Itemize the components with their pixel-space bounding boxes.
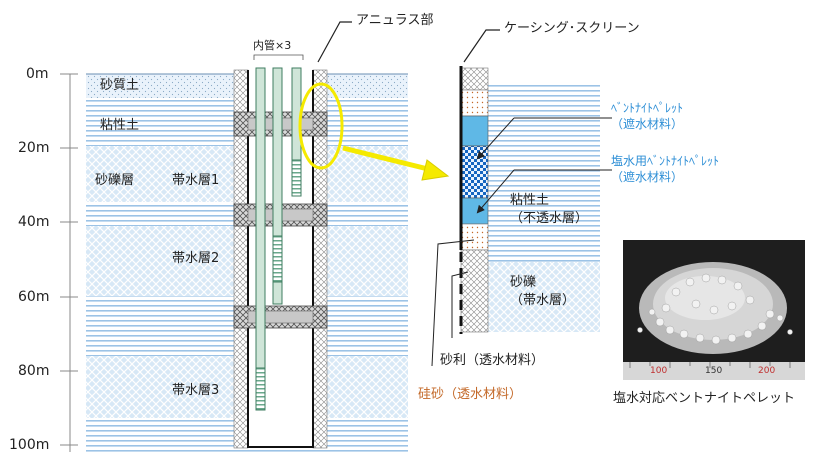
- saltwater-bentonite-label: 塩水用ﾍﾞﾝﾄﾅｲﾄﾍﾟﾚｯﾄ （遮水材料）: [611, 153, 719, 185]
- depth-label-60: 60m: [18, 289, 50, 305]
- layer-label-aquifer3: 帯水層3: [172, 383, 220, 398]
- detail-saltwater-bentonite: [460, 145, 489, 199]
- detail-silica-sand: [460, 223, 489, 251]
- bentonite-label: ﾍﾞﾝﾄﾅｲﾄﾍﾟﾚｯﾄ （遮水材料）: [611, 100, 683, 132]
- inner-pipe-1: [255, 67, 266, 411]
- annulus-label: アニュラス部: [356, 13, 434, 28]
- depth-axis: [60, 73, 78, 452]
- depth-label-100: 100m: [9, 437, 50, 453]
- detail-silica-sand-top: [460, 89, 489, 117]
- layer-label-gravel: 砂礫層: [95, 173, 135, 188]
- pellet-photo-caption: 塩水対応ベントナイトペレット: [613, 391, 796, 406]
- yellow-arrow: [342, 145, 450, 181]
- detail-gravel-filter: [460, 249, 489, 333]
- saltwater-bentonite-role: （遮水材料）: [611, 170, 684, 185]
- detail-gravel-name: 砂礫: [510, 275, 537, 290]
- screen-1: [255, 367, 266, 411]
- depth-label-80: 80m: [18, 363, 50, 379]
- detail-annulus-top: [460, 67, 489, 91]
- layer-label-aquifer2: 帯水層2: [172, 251, 220, 266]
- annulus-leader: [317, 21, 352, 63]
- detail-section: [431, 29, 612, 367]
- ruler-number-200: 200: [758, 366, 776, 376]
- depth-label-20: 20m: [18, 140, 50, 156]
- highlight-ellipse: [298, 82, 344, 170]
- layer-label-clay: 粘性土: [100, 118, 140, 133]
- screen-3: [291, 159, 302, 197]
- inner-pipe-2: [272, 67, 283, 305]
- detail-bentonite: [460, 115, 489, 147]
- detail-clay-label: 粘性土 （不透水層）: [510, 192, 588, 228]
- detail-gravel-role: （帯水層）: [510, 293, 576, 309]
- casing-screen-label: ケーシング･スクリーン: [504, 21, 640, 36]
- bentonite-name: ﾍﾞﾝﾄﾅｲﾄﾍﾟﾚｯﾄ: [611, 101, 684, 115]
- ruler-number-150: 150: [705, 366, 723, 376]
- screen-2: [272, 235, 283, 283]
- ruler-number-100: 100: [650, 366, 668, 376]
- bentonite-role: （遮水材料）: [611, 117, 684, 132]
- detail-clay-name: 粘性土: [510, 193, 550, 208]
- layer-label-aquifer1: 帯水層1: [172, 173, 220, 188]
- layer-label-sandy: 砂質土: [100, 78, 140, 93]
- gravel-filter-label: 砂利（透水材料）: [440, 353, 545, 368]
- detail-clay-role: （不透水層）: [510, 211, 589, 227]
- pellet-photo: [623, 240, 805, 380]
- detail-bentonite-2: [460, 197, 489, 225]
- inner-pipe-label: 内管×3: [253, 39, 292, 52]
- detail-gravel-label: 砂礫 （帯水層）: [510, 274, 575, 310]
- saltwater-bentonite-name: 塩水用ﾍﾞﾝﾄﾅｲﾄﾍﾟﾚｯﾄ: [611, 154, 720, 168]
- depth-label-40: 40m: [18, 214, 50, 230]
- well-borehole: [233, 54, 328, 449]
- silica-sand-label: 硅砂（透水材料）: [418, 387, 523, 402]
- depth-label-0: 0m: [26, 66, 49, 82]
